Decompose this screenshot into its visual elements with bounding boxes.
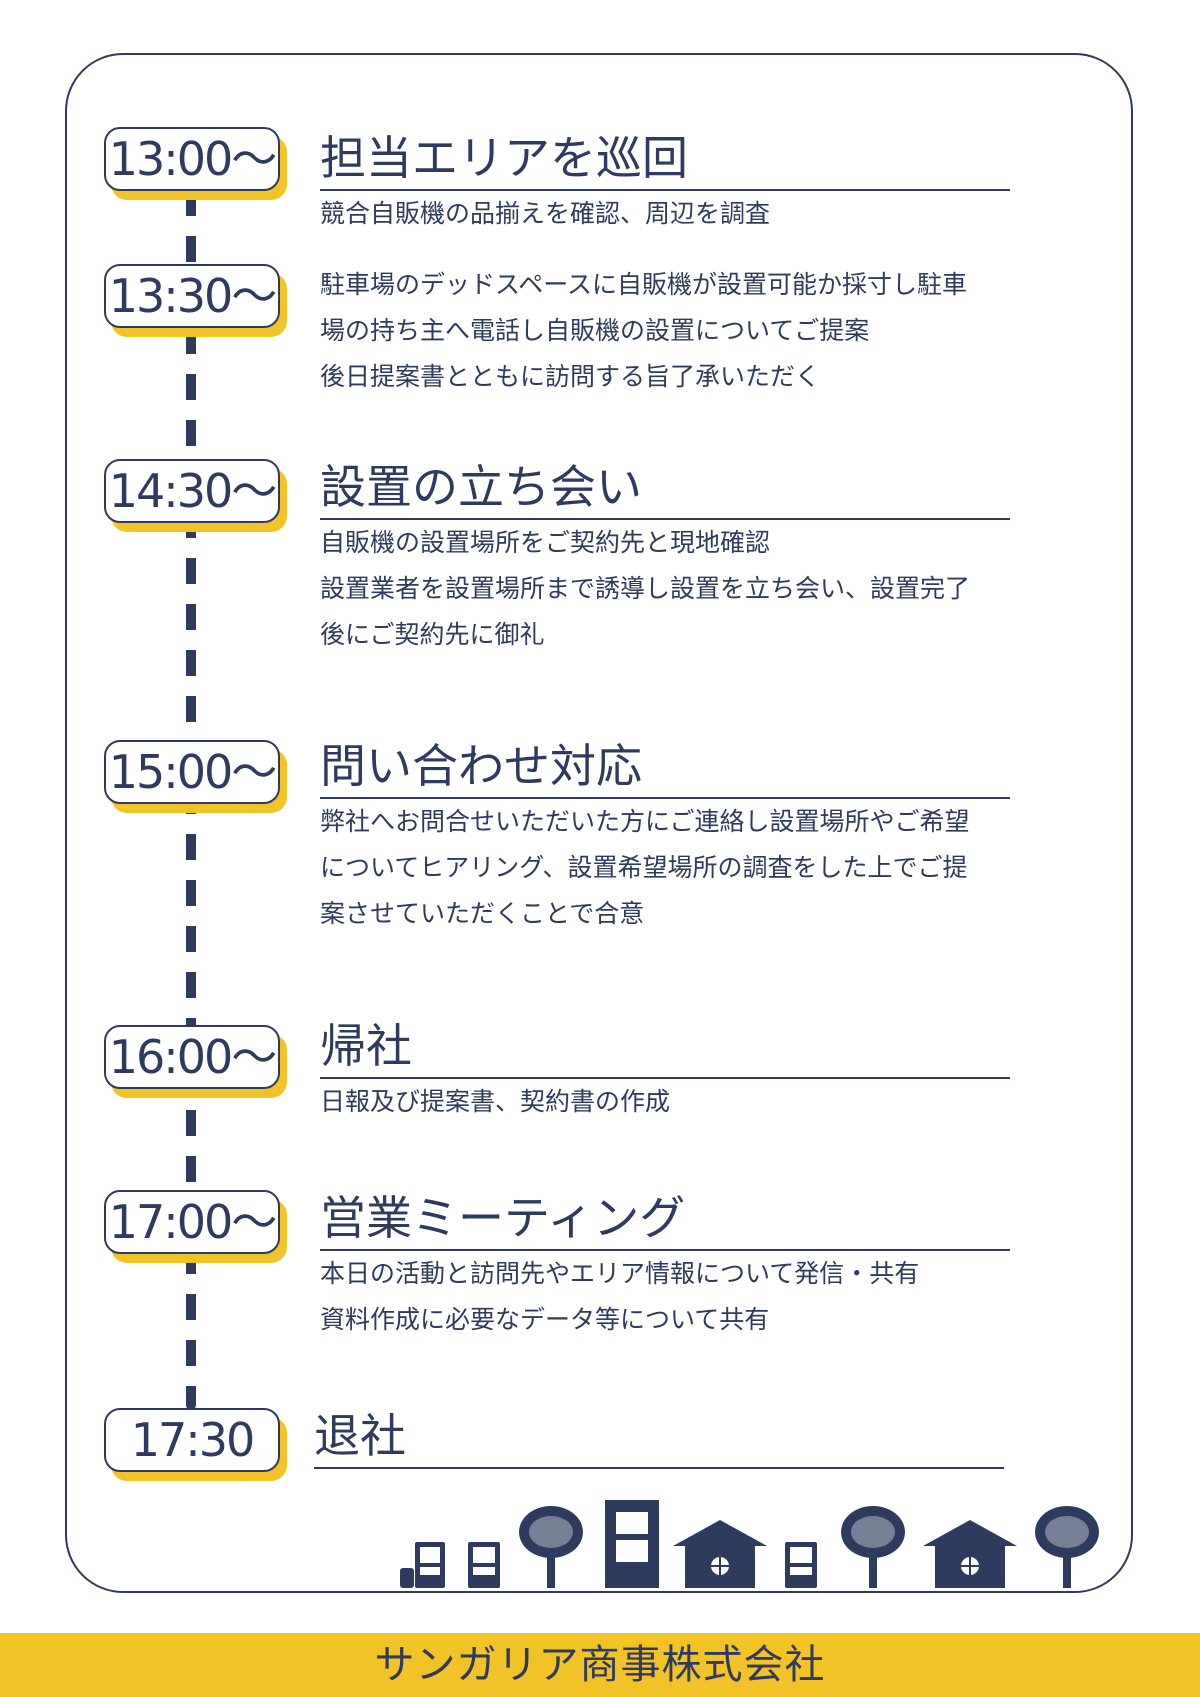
tree-icon — [841, 1506, 905, 1588]
vending-machine-icon — [415, 1542, 445, 1588]
entry-description: 自販機の設置場所をご契約先と現地確認 設置業者を設置場所まで誘導し設置を立ち会い… — [320, 520, 1010, 658]
vending-machine-icon — [785, 1542, 817, 1588]
entry-description: 弊社へお問合せいただいた方にご連絡し設置場所やご希望 についてヒアリング、設置希… — [320, 799, 1010, 937]
entry-title: 営業ミーティング — [320, 1187, 1010, 1251]
entry-title: 帰社 — [320, 1015, 1010, 1079]
entry-line: 自販機の設置場所をご契約先と現地確認 — [320, 528, 771, 557]
entry-1300: 担当エリアを巡回 競合自販機の品揃えを確認、周辺を調査 — [320, 127, 1010, 237]
entry-line: 後にご契約先に御礼 — [320, 620, 545, 649]
house-icon — [923, 1520, 1017, 1588]
entry-line: についてヒアリング、設置希望場所の調査をした上でご提 — [320, 853, 968, 882]
vending-machine-icon — [468, 1542, 500, 1588]
entry-1500: 問い合わせ対応 弊社へお問合せいただいた方にご連絡し設置場所やご希望 についてヒ… — [320, 735, 1010, 937]
time-badge-1500: 15:00〜 — [104, 740, 280, 804]
time-badge-1730: 17:30 — [104, 1408, 280, 1472]
entry-line: 日報及び提案書、契約書の作成 — [320, 1087, 671, 1116]
entry-line: 弊社へお問合せいただいた方にご連絡し設置場所やご希望 — [320, 807, 970, 836]
company-footer: サンガリア商事株式会社 — [0, 1633, 1200, 1697]
entry-title: 設置の立ち会い — [320, 456, 1010, 520]
entry-1600: 帰社 日報及び提案書、契約書の作成 — [320, 1015, 1010, 1125]
entry-1730: 退社 — [314, 1405, 1004, 1469]
entry-line: 場の持ち主へ電話し自販機の設置についてご提案 — [320, 316, 870, 345]
house-icon — [673, 1520, 767, 1588]
tree-icon — [519, 1506, 583, 1588]
time-badge-1700: 17:00〜 — [104, 1190, 280, 1254]
box-icon — [400, 1568, 414, 1588]
time-badge-1300: 13:00〜 — [104, 127, 280, 191]
entry-line: 本日の活動と訪問先やエリア情報について発信・共有 — [320, 1259, 920, 1288]
entry-1700: 営業ミーティング 本日の活動と訪問先やエリア情報について発信・共有 資料作成に必… — [320, 1187, 1010, 1343]
entry-line: 後日提案書とともに訪問する旨了承いただく — [320, 362, 821, 391]
time-badge-1600: 16:00〜 — [104, 1025, 280, 1089]
entry-1330: 駐車場のデッドスペースに自販機が設置可能か採寸し駐車 場の持ち主へ電話し自販機の… — [320, 262, 1010, 400]
company-name: サンガリア商事株式会社 — [374, 1642, 826, 1688]
tree-icon — [1035, 1506, 1099, 1588]
entry-description: 本日の活動と訪問先やエリア情報について発信・共有 資料作成に必要なデータ等につい… — [320, 1251, 1010, 1343]
entry-title: 退社 — [314, 1405, 1004, 1469]
entry-line: 資料作成に必要なデータ等について共有 — [320, 1305, 770, 1334]
entry-description: 競合自販機の品揃えを確認、周辺を調査 — [320, 191, 1010, 237]
time-badge-1430: 14:30〜 — [104, 459, 280, 523]
entry-title: 問い合わせ対応 — [320, 735, 1010, 799]
entry-line: 案させていただくことで合意 — [320, 899, 645, 928]
entry-description: 日報及び提案書、契約書の作成 — [320, 1079, 1010, 1125]
entry-line: 駐車場のデッドスペースに自販機が設置可能か採寸し駐車 — [320, 270, 968, 299]
town-scenery — [400, 1500, 1099, 1588]
entry-line: 設置業者を設置場所まで誘導し設置を立ち会い、設置完了 — [320, 574, 971, 603]
schedule-frame — [65, 53, 1133, 1593]
entry-title: 担当エリアを巡回 — [320, 127, 1010, 191]
entry-line: 競合自販機の品揃えを確認、周辺を調査 — [320, 199, 771, 228]
time-badge-1330: 13:30〜 — [104, 264, 280, 328]
entry-1430: 設置の立ち会い 自販機の設置場所をご契約先と現地確認 設置業者を設置場所まで誘導… — [320, 456, 1010, 658]
building-icon — [605, 1500, 659, 1588]
